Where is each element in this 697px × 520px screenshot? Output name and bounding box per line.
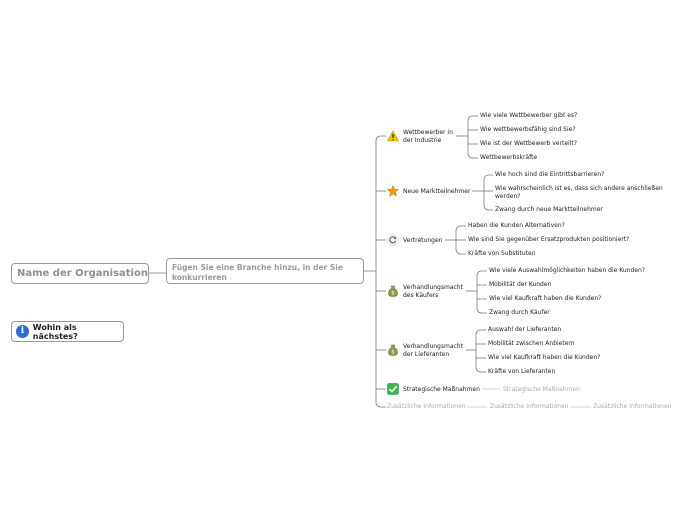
branch-strategic-measures-label[interactable]: Strategische Maßnahmen	[403, 386, 480, 393]
leaf-item[interactable]: Wie viel Kaufkraft haben die Kunden?	[489, 295, 602, 302]
warning-icon	[387, 130, 399, 142]
branch-competitors-line1: Wettbewerber in	[403, 129, 453, 136]
central-topic-node[interactable]: Fügen Sie eine Branche hinzu, in der Sie…	[166, 258, 364, 284]
branch-supplier-power-label[interactable]: Verhandlungsmacht der Lieferanten	[403, 343, 463, 358]
leaf-item-placeholder[interactable]: Zusätzliche Informationen	[490, 403, 569, 410]
leaf-item-line1: Wie wahrscheinlich ist es, dass sich and…	[495, 185, 663, 192]
leaf-item[interactable]: Auswahl der Lieferanten	[488, 326, 562, 333]
leaf-item[interactable]: Wettbewerbskräfte	[480, 154, 538, 161]
check-icon	[387, 383, 399, 395]
branch-new-entrants-label[interactable]: Neue Marktteilnehmer	[403, 188, 471, 195]
star-icon	[387, 185, 399, 197]
branch-competitors-label[interactable]: Wettbewerber in der Industrie	[403, 129, 453, 144]
info-icon: i	[16, 325, 29, 338]
branch-buyer-power-line2: des Käufers	[403, 291, 439, 299]
leaf-item[interactable]: Kräfte von Lieferanten	[488, 368, 556, 375]
leaf-item[interactable]: Wie wahrscheinlich ist es, dass sich and…	[495, 185, 663, 200]
leaf-item[interactable]: Wie sind Sie gegenüber Ersatzprodukten p…	[468, 236, 630, 243]
leaf-item[interactable]: Wie wettbewerbsfähig sind Sie?	[480, 126, 576, 133]
leaf-item[interactable]: Kräfte von Substituten	[468, 250, 536, 257]
branch-buyer-power-line1: Verhandlungsmacht	[403, 284, 463, 291]
leaf-item-placeholder[interactable]: Strategische Maßnahmen	[503, 386, 580, 393]
leaf-item[interactable]: Haben die Kunden Alternativen?	[468, 222, 565, 229]
money-bag-icon: $	[388, 344, 398, 356]
leaf-item[interactable]: Wie viel Kaufkraft haben die Kunden?	[488, 354, 601, 361]
leaf-item[interactable]: Wie ist der Wettbewerb verteilt?	[480, 140, 577, 147]
branch-substitutes-label[interactable]: Vertretungen	[403, 237, 443, 244]
leaf-item[interactable]: Wie hoch sind die Eintrittsbarrieren?	[495, 171, 605, 178]
branch-buyer-power-label[interactable]: Verhandlungsmacht des Käufers	[403, 284, 463, 299]
next-steps-label: Wohin als nächstes?	[32, 322, 78, 341]
branch-additional-info-label[interactable]: Zusätzliche Informationen	[387, 403, 466, 410]
svg-text:$: $	[391, 291, 394, 297]
leaf-item[interactable]: Wie viele Wettbewerber gibt es?	[480, 112, 578, 119]
leaf-item[interactable]: Mobilität zwischen Anbietern	[488, 340, 575, 347]
leaf-item[interactable]: Wie viele Auswahlmöglichkeiten haben die…	[489, 267, 645, 274]
leaf-item[interactable]: Mobilität der Kunden	[489, 281, 552, 288]
branch-supplier-power-line1: Verhandlungsmacht	[403, 343, 463, 350]
leaf-item-placeholder[interactable]: Zusätzliche Informationen	[593, 403, 672, 410]
root-node[interactable]: Name der Organisation	[11, 263, 149, 284]
branch-competitors-line2: der Industrie	[403, 136, 442, 144]
leaf-item-line2: werden?	[495, 192, 521, 200]
leaf-item[interactable]: Zwang durch neue Marktteilnehmer	[495, 206, 603, 213]
next-steps-node[interactable]: i Wohin als nächstes?	[11, 321, 124, 342]
svg-text:$: $	[391, 350, 394, 356]
refresh-icon	[387, 234, 399, 246]
leaf-item[interactable]: Zwang durch Käufer	[489, 309, 550, 316]
branch-supplier-power-line2: der Lieferanten	[403, 350, 450, 358]
money-bag-icon: $	[388, 285, 398, 297]
